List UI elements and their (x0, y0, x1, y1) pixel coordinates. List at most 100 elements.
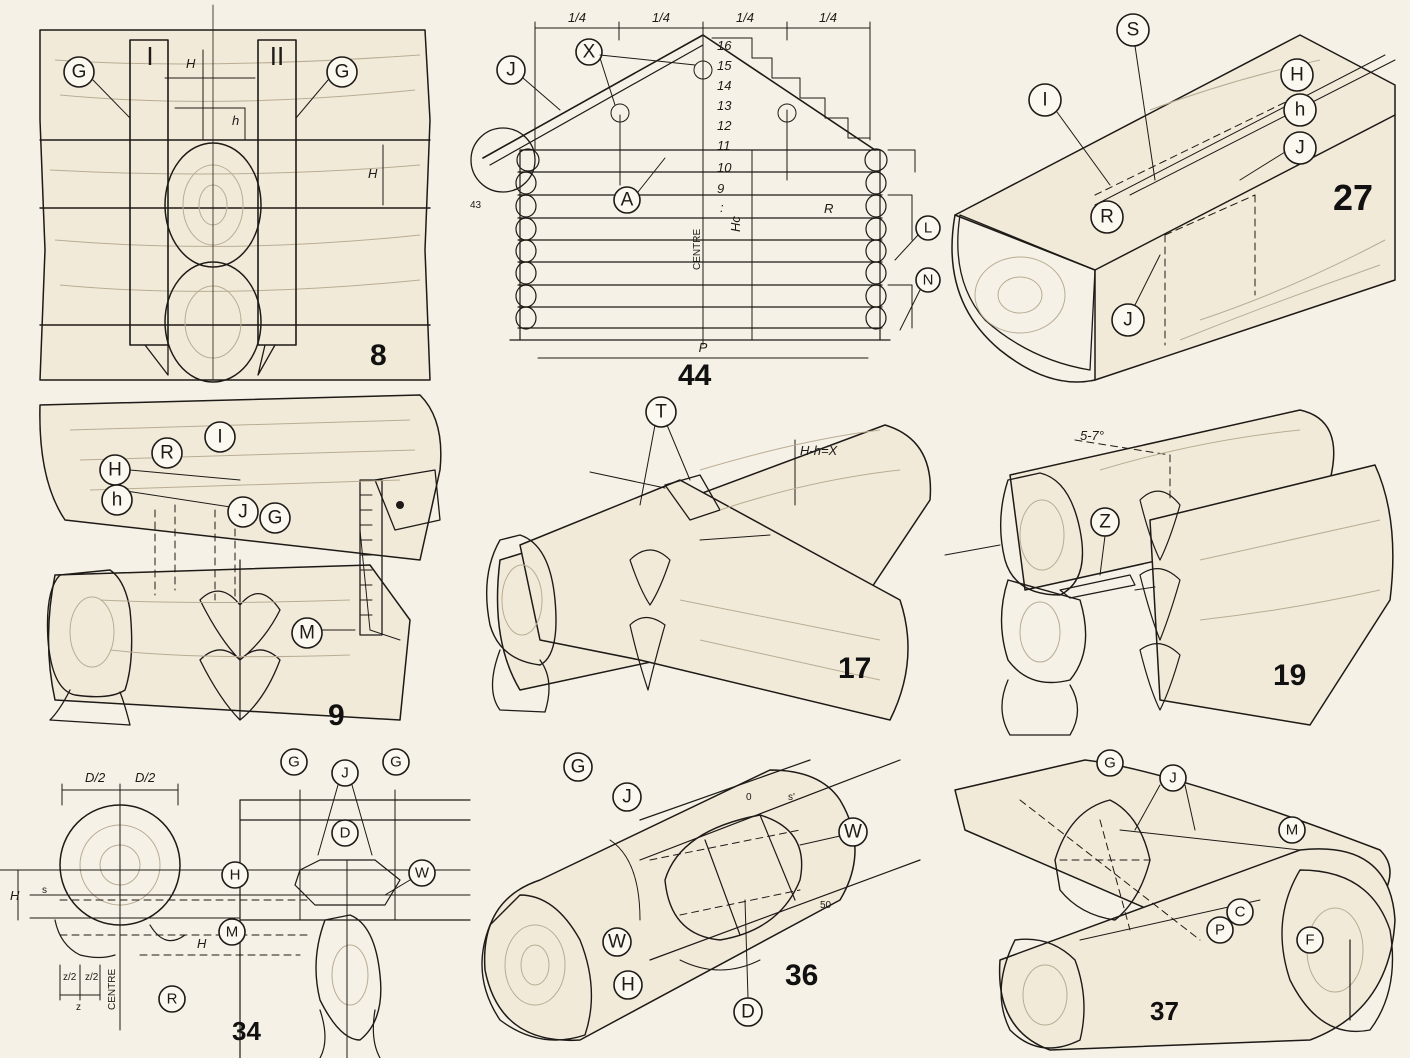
course-numbers: 16 15 14 13 12 11 10 9 : (717, 38, 732, 215)
callout-G-right-label: G (335, 62, 350, 83)
callout-h-label: h (1295, 100, 1306, 121)
callout-h (101, 484, 133, 516)
callout-H-36 (613, 970, 643, 1000)
callout-G-left-34 (280, 748, 308, 776)
callout-W-34-label: W (415, 865, 430, 882)
callout-I-label: I (1042, 90, 1047, 111)
callout-W-left-36-label: W (608, 932, 626, 953)
callout-X-label: X (583, 42, 596, 63)
figure-number-37: 37 (1150, 996, 1179, 1026)
callout-J-37 (1159, 764, 1187, 792)
callout-H-34-label: H (230, 867, 241, 884)
dim-z-half-2: z/2 (85, 972, 99, 983)
figure-number-27: 27 (1333, 177, 1373, 218)
course-9: 9 (717, 181, 724, 196)
figure-19: 5-7° Z 19 (944, 409, 1394, 736)
callout-M (291, 617, 323, 649)
callout-R-label: R (160, 443, 174, 464)
figure-number-9: 9 (328, 699, 345, 732)
course-10: 10 (717, 160, 732, 175)
course-13: 13 (717, 98, 732, 113)
course-11: 11 (717, 138, 731, 153)
callout-D-36-label: D (741, 1002, 755, 1023)
dim-P: P (699, 340, 708, 355)
callout-A-label: A (621, 190, 634, 211)
callout-M-37 (1278, 816, 1306, 844)
figure-37: G J M C P F 37 (954, 749, 1396, 1051)
callout-C-37-label: C (1235, 904, 1246, 921)
callout-I (1028, 83, 1062, 117)
dim-s-36: s' (788, 792, 795, 803)
quarter-label-2: 1/4 (652, 10, 670, 25)
centre-label-34: CENTRE (107, 969, 118, 1010)
callout-J-34-label: J (341, 765, 349, 782)
callout-J (227, 496, 259, 528)
scribe-label-II: II (270, 41, 284, 71)
callout-T-label: T (655, 402, 667, 423)
callout-h (1283, 93, 1317, 127)
quarter-label-3: 1/4 (736, 10, 754, 25)
callout-S-label: S (1127, 20, 1140, 41)
callout-Z-label: Z (1099, 512, 1111, 533)
figure-17: T H-h=X 17 (486, 396, 932, 721)
callout-G-37 (1096, 749, 1124, 777)
dim-h: h (232, 113, 239, 128)
callout-W-right-36 (838, 817, 868, 847)
figure-44: 1/4 1/4 1/4 1/4 16 15 14 13 12 11 10 (470, 10, 941, 392)
callout-W-right-36-label: W (844, 822, 862, 843)
callout-H-label: H (1290, 65, 1304, 86)
dim-H-34b: H (197, 936, 207, 951)
callout-J-37-label: J (1169, 770, 1177, 787)
dim-z-half-1: z/2 (63, 972, 77, 983)
callout-M-label: M (299, 623, 315, 644)
callout-M-34-label: M (226, 924, 239, 941)
centre-label-44: CENTRE (692, 229, 703, 270)
callout-G-right-34 (382, 748, 410, 776)
formula-H-h-X: H-h=X (800, 443, 839, 458)
dim-s-34: s (42, 885, 47, 896)
dim-H-side: H (368, 166, 378, 181)
figure-34: D/2 D/2 H s z/2 z/2 z CENTRE H M H R G J (0, 748, 471, 1058)
dim-D-half-left: D/2 (85, 770, 106, 785)
callout-R (151, 437, 183, 469)
callout-F-37-label: F (1305, 932, 1314, 949)
figure-number-19: 19 (1273, 659, 1306, 692)
callout-M-34 (218, 918, 246, 946)
callout-J (496, 55, 526, 85)
callout-R (1090, 200, 1124, 234)
callout-L (915, 215, 941, 241)
callout-R-34-label: R (167, 991, 178, 1008)
dim-z: z (76, 1002, 81, 1013)
callout-G-36-label: G (571, 757, 586, 778)
course-14: 14 (717, 78, 731, 93)
callout-H-label: H (108, 460, 122, 481)
course-16: 16 (717, 38, 732, 53)
callout-F-37 (1296, 926, 1324, 954)
figure-36: G J 0 s' W W H D 50 36 (481, 752, 921, 1042)
dim-50-36: 50 (820, 900, 832, 911)
callout-N-label: N (923, 272, 934, 289)
callout-L-label: L (924, 220, 932, 237)
callout-S (1116, 13, 1150, 47)
callout-C-37 (1226, 898, 1254, 926)
callout-G-right (326, 56, 358, 88)
callout-P-37 (1206, 916, 1234, 944)
figure-9: H R I h J G M 9 (39, 394, 442, 732)
callout-h-label: h (112, 490, 123, 511)
callout-D-34 (331, 819, 359, 847)
scribe-label-I: I (146, 41, 153, 71)
callout-R-label: R (1100, 207, 1114, 228)
callout-J-top (1283, 131, 1317, 165)
callout-J-36-label: J (622, 787, 632, 808)
callout-N (915, 267, 941, 293)
figure-number-8: 8 (370, 339, 387, 372)
callout-H (1280, 58, 1314, 92)
callout-G-label: G (268, 508, 283, 529)
callout-P-37-label: P (1215, 922, 1225, 939)
callout-H-36-label: H (621, 975, 635, 996)
callout-I (204, 421, 236, 453)
callout-J-36 (612, 782, 642, 812)
callout-G-37-label: G (1104, 755, 1116, 772)
callout-M-37-label: M (1286, 822, 1299, 839)
